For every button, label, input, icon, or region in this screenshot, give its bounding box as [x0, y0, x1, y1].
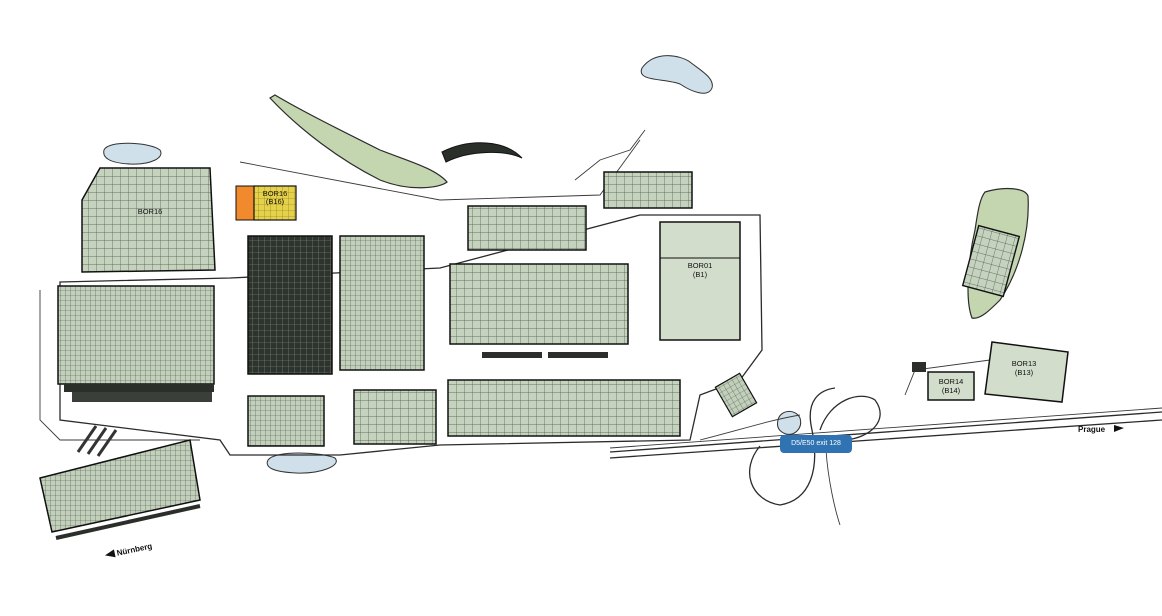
building-dark-center — [247, 235, 333, 375]
nurnberg-label: Nürnberg — [116, 541, 153, 557]
bor01-label: BOR01 — [688, 261, 713, 270]
pond-south — [266, 452, 337, 474]
building-west-dock — [64, 384, 214, 392]
building-northeast — [603, 171, 693, 209]
building-bor16[interactable]: BOR16 (B16) — [235, 185, 297, 221]
green-crescent — [269, 94, 448, 189]
middle-dock2 — [548, 352, 608, 358]
interchange-ramp2 — [699, 414, 801, 441]
building-south-2 — [353, 389, 437, 445]
bor13-label: BOR13 — [1012, 359, 1037, 368]
prague-label: Prague — [1078, 425, 1106, 434]
building-small-exit — [714, 372, 758, 418]
building-bor14[interactable]: BOR14 (B14) — [927, 371, 975, 401]
building-middle — [449, 263, 629, 345]
middle-dock — [482, 352, 542, 358]
building-bor01[interactable]: BOR01 (B1) — [659, 221, 741, 341]
loading-dock-west — [72, 392, 212, 402]
highway-lane3 — [609, 407, 1162, 449]
bor14-sublabel: (B14) — [942, 386, 961, 395]
direction-prague: Prague — [1078, 425, 1124, 434]
direction-nurnberg: Nürnberg — [104, 541, 153, 558]
bor14-label: BOR14 — [939, 377, 964, 386]
highway-lane2 — [609, 419, 1162, 459]
arrow-right-icon — [1114, 425, 1124, 432]
highway-exit-badge: D5/E50 exit 128 — [780, 435, 852, 453]
internal-road-north2 — [574, 129, 646, 181]
building-nw-label: BOR16 — [138, 207, 163, 216]
building-west — [57, 285, 215, 385]
pond-northwest — [103, 142, 162, 165]
lake-north — [640, 55, 713, 94]
internal-road-north — [239, 139, 641, 201]
building-south-3 — [447, 379, 681, 437]
building-bor13[interactable]: BOR13 (B13) — [984, 341, 1069, 403]
bor01-sublabel: (B1) — [693, 270, 708, 279]
road-west — [39, 290, 200, 441]
pond-east — [777, 411, 802, 435]
interchange-loop-east — [819, 395, 881, 441]
sw-parking — [76, 425, 118, 457]
interchange-ramp — [825, 449, 841, 526]
building-south-1 — [247, 395, 325, 447]
building-north — [467, 205, 587, 251]
sw-dock — [55, 504, 201, 540]
highway — [609, 411, 1162, 453]
building-nw — [81, 167, 216, 273]
building-southwest — [39, 439, 201, 533]
green-arc — [441, 142, 523, 163]
arrow-left-icon — [104, 549, 116, 558]
bor16-label: BOR16 — [263, 189, 288, 198]
interchange-loop-west — [749, 387, 836, 506]
bor13-sublabel: (B13) — [1015, 368, 1034, 377]
building-center-left — [339, 235, 425, 371]
building-east-site — [961, 224, 1021, 298]
bor16-sublabel: (B16) — [266, 197, 285, 206]
bor14-annex — [912, 362, 926, 372]
